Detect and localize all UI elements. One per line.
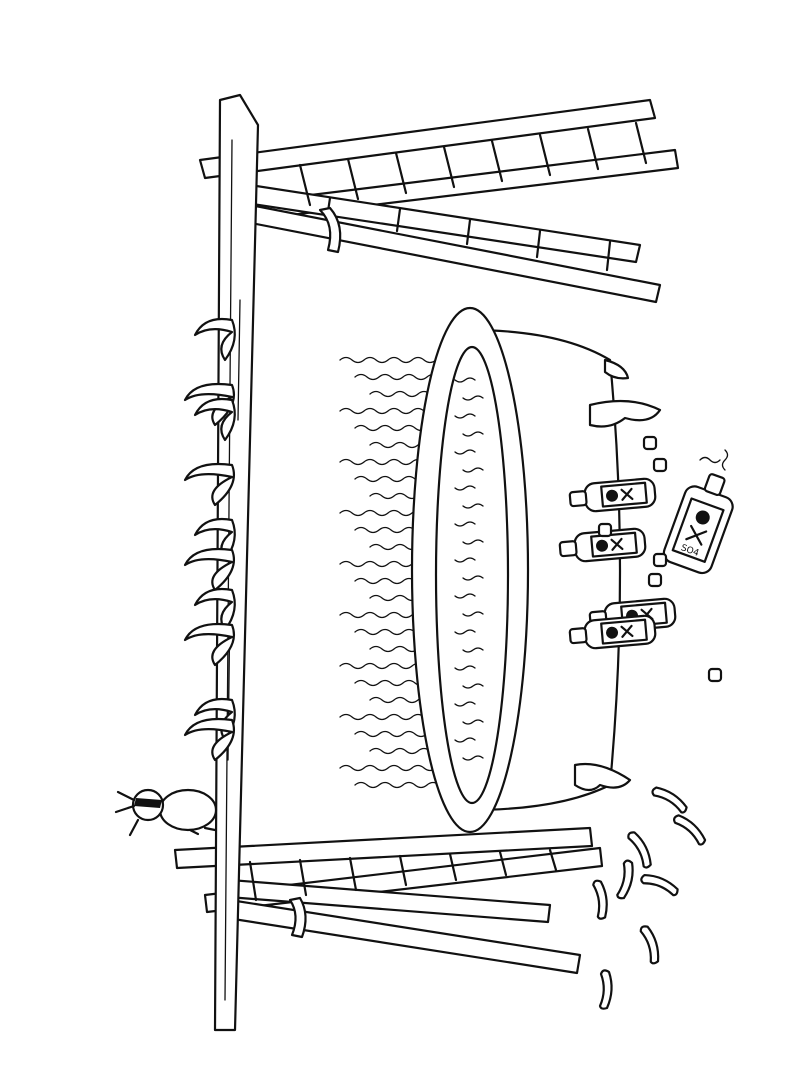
banana <box>183 547 236 592</box>
ladder-top <box>198 98 680 304</box>
ladder-rung <box>498 850 508 877</box>
ladder-rung <box>605 240 612 272</box>
ladder-rung <box>538 133 552 177</box>
poison-bottle-standing: SO4 <box>662 473 734 575</box>
ladder-rung <box>394 151 408 195</box>
bottle-cap <box>707 667 723 683</box>
water-ripple <box>454 521 476 527</box>
ladder-rung <box>448 852 458 882</box>
ladder-rung <box>348 856 358 892</box>
water-ripple <box>462 575 484 581</box>
water-ripple <box>454 377 476 383</box>
water-ripple <box>454 701 476 707</box>
ladder-rung <box>634 121 648 165</box>
tub-foot <box>573 762 632 792</box>
worm <box>673 814 707 846</box>
bottle-cap <box>597 522 613 538</box>
water-ripple <box>454 557 476 563</box>
banana <box>183 622 236 667</box>
bathtub-water <box>434 345 510 805</box>
water-ripple <box>454 485 476 491</box>
bottle-caps <box>597 435 723 683</box>
ladder-rung <box>442 145 456 189</box>
worm <box>598 969 613 1010</box>
ladder-rung <box>298 163 312 207</box>
rope-tie <box>318 206 342 254</box>
worm <box>639 925 660 965</box>
water-ripple <box>454 449 476 455</box>
ladder-rung <box>465 218 472 246</box>
water-ripple <box>454 413 476 419</box>
water-ripple <box>462 647 484 653</box>
ladder-rung <box>535 229 542 259</box>
water-ripple <box>462 467 484 473</box>
worm <box>592 879 608 920</box>
ladder-rung <box>346 157 360 201</box>
water-ripple <box>462 755 484 761</box>
bottle-cap <box>652 552 668 568</box>
worm <box>651 786 688 814</box>
banana <box>193 317 236 362</box>
worm <box>616 859 634 900</box>
water-ripple <box>462 683 484 689</box>
water-ripple <box>454 629 476 635</box>
bananas-row <box>183 317 236 762</box>
rope-tie <box>288 896 307 939</box>
poison-bottle <box>558 527 647 563</box>
bottle-cap <box>642 435 658 451</box>
ladder-rung <box>586 127 600 171</box>
banana <box>193 587 236 632</box>
water-ripple <box>454 737 476 743</box>
water-ripple <box>454 665 476 671</box>
banana <box>183 462 236 507</box>
worms <box>592 786 707 1010</box>
ladder-rung <box>298 858 308 897</box>
ladder-rung <box>548 848 558 872</box>
bird <box>114 788 218 837</box>
water-ripple <box>462 503 484 509</box>
water-ripple <box>462 395 484 401</box>
ladder-rung <box>398 854 408 887</box>
ladder-rung <box>395 207 402 233</box>
water-ripple <box>462 431 484 437</box>
bottle-cap <box>647 572 663 588</box>
water-ripple <box>462 611 484 617</box>
poison-bottle <box>568 614 657 650</box>
water-ripple <box>454 593 476 599</box>
bottle-cap <box>652 457 668 473</box>
worm <box>627 831 652 869</box>
ladder-rung <box>248 860 258 902</box>
tub-foot <box>588 399 662 428</box>
poison-bottle <box>568 477 657 513</box>
poison-bottles <box>558 477 677 650</box>
banana <box>183 382 236 427</box>
worm <box>640 873 679 897</box>
banana <box>193 397 236 442</box>
water-ripple <box>462 719 484 725</box>
banana <box>183 717 236 762</box>
ladder-rung <box>490 139 504 183</box>
fumes <box>699 449 729 471</box>
water-ripple <box>462 539 484 545</box>
